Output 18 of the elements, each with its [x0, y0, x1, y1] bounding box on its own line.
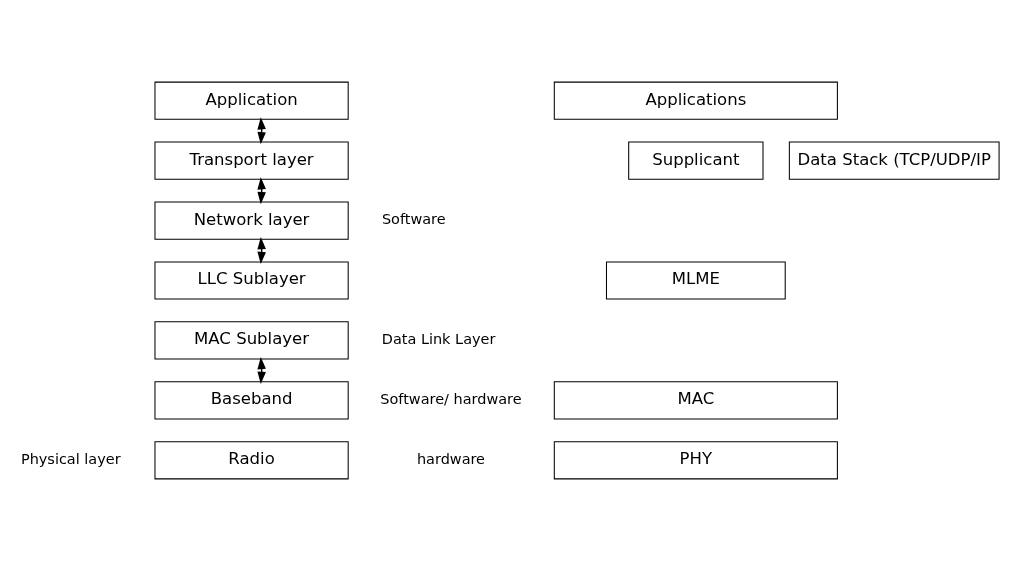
- node-box: MLME: [605, 261, 786, 300]
- node-box: Supplicant: [628, 141, 764, 180]
- node-box: Data Stack (TCP/UDP/IP: [788, 141, 1000, 180]
- label: Data Link Layer: [381, 331, 496, 348]
- node-box: MAC Sublayer: [154, 321, 349, 360]
- node-box: Applications: [553, 81, 838, 120]
- node-box: Network layer: [154, 201, 349, 240]
- label: hardware: [416, 451, 486, 468]
- label: Software/ hardware: [380, 391, 522, 408]
- label: Software: [381, 211, 446, 228]
- node-box: MAC: [553, 381, 838, 420]
- node-box: PHY: [553, 441, 838, 480]
- node-box: Application: [154, 81, 349, 120]
- node-box: LLC Sublayer: [154, 261, 349, 300]
- node-box: Radio: [154, 441, 349, 480]
- node-box: Baseband: [154, 381, 349, 420]
- label: Physical layer: [20, 451, 121, 468]
- node-box: Transport layer: [154, 141, 349, 180]
